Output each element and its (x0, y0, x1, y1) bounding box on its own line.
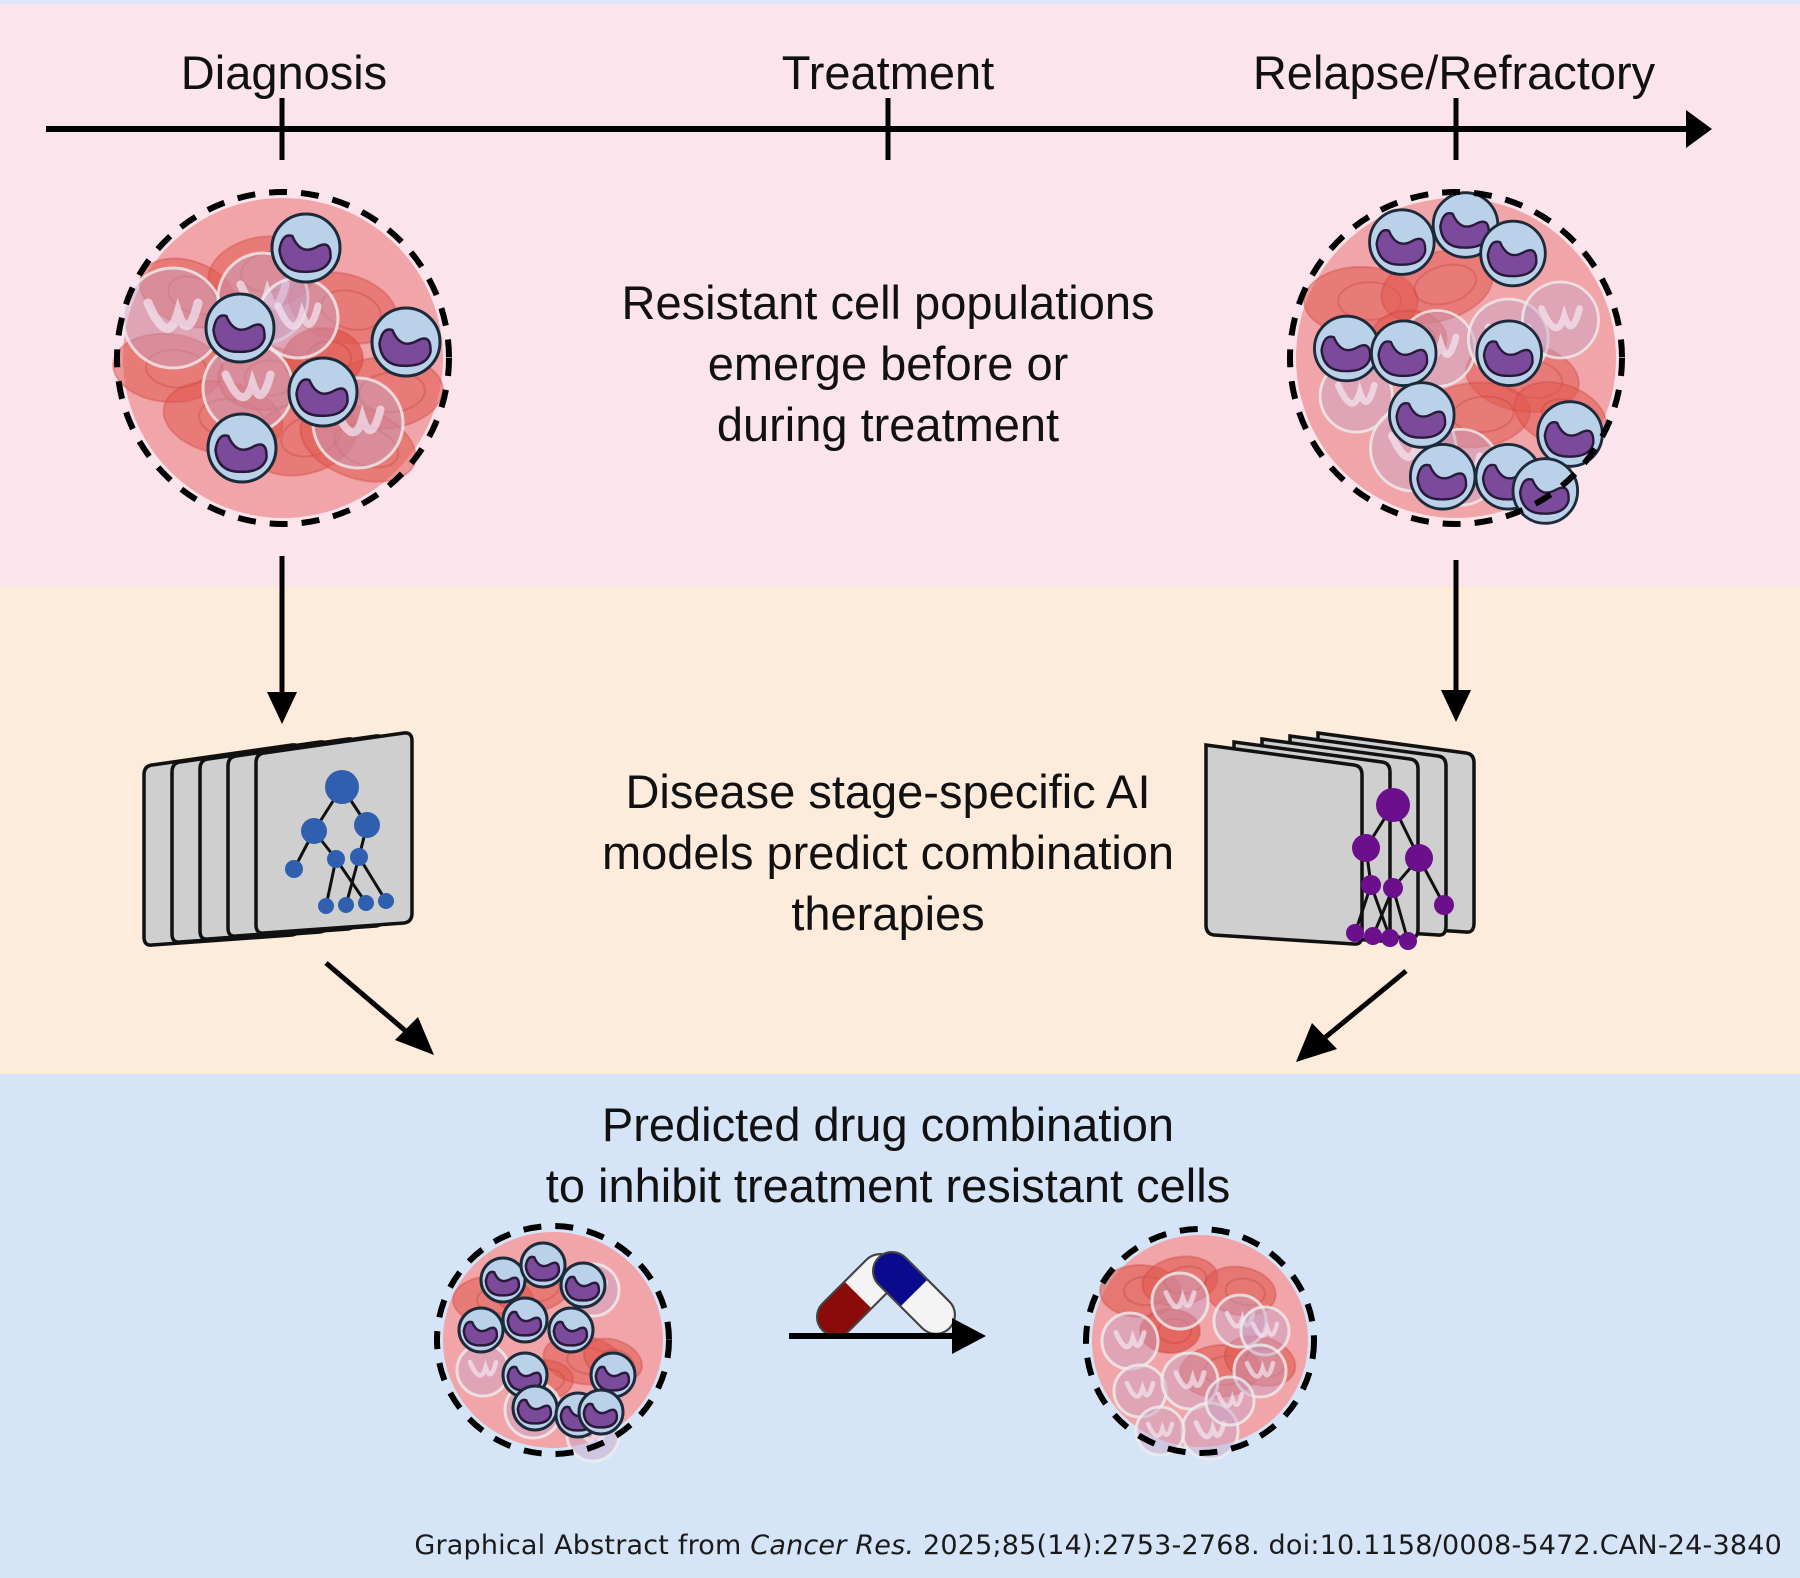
diagnosis-cell-cluster (112, 189, 452, 527)
diagnosis-model-stack-icon (142, 731, 414, 947)
text-line: Predicted drug combination (601, 1098, 1175, 1151)
diagonal-arrow-left (324, 961, 434, 1055)
dead-cell-icon (1150, 1271, 1210, 1331)
relapse-cell-cluster (1287, 189, 1625, 527)
timeline-axis (46, 98, 1712, 160)
leukemia-cell-icon (547, 1306, 595, 1354)
leukemia-cell-icon (370, 306, 442, 378)
text-line: Resistant cell populations (621, 276, 1155, 329)
leukemia-cell-icon (501, 1296, 549, 1344)
text-line: Disease stage-specific AI (625, 765, 1151, 818)
model-card-icon (1204, 742, 1364, 946)
leukemia-cell-icon (1511, 457, 1580, 525)
text-line: to inhibit treatment resistant cells (545, 1159, 1231, 1212)
prediction-band (0, 1074, 1800, 1578)
citation-journal: Cancer Res. (750, 1530, 915, 1561)
down-arrow-relapse (1441, 560, 1471, 722)
decision-tree-icon (1346, 788, 1454, 950)
leukemia-cell-icon (1313, 314, 1381, 383)
resistant-populations-text: Resistant cell populations emerge before… (588, 272, 1188, 455)
leukemia-cell-icon (457, 1306, 505, 1354)
leukemia-cell-icon (1536, 400, 1604, 468)
dashed-boundary (434, 1223, 672, 1457)
model-card-icon (254, 731, 414, 935)
citation-details: 2025;85(14):2753-2768. doi:10.1158/0008-… (914, 1530, 1782, 1561)
dead-cell-icon (1212, 1293, 1268, 1349)
text-line: therapies (791, 887, 985, 940)
leukemia-cell-icon (511, 1384, 559, 1432)
leukemia-cell-icon (1370, 319, 1438, 387)
pre-treatment-cell-cluster (434, 1223, 672, 1463)
timeline-label-relapse: Relapse/Refractory (1252, 46, 1656, 99)
dashed-boundary (1287, 189, 1625, 527)
text-line: emerge before or (707, 337, 1069, 390)
leukemia-cell-icon (287, 356, 359, 428)
diagonal-arrow-right (1296, 969, 1408, 1062)
leukemia-cell-icon (589, 1351, 637, 1399)
dashed-boundary (114, 189, 452, 527)
relapse-model-stack-icon (1204, 730, 1476, 950)
citation-prefix: Graphical Abstract from (414, 1530, 751, 1561)
ai-models-text: Disease stage-specific AI models predict… (563, 761, 1213, 944)
leukemia-cell-icon (1408, 443, 1477, 511)
text-line: models predict combination (601, 826, 1175, 879)
post-treatment-cell-cluster (1083, 1226, 1317, 1461)
dead-cell-icon (1521, 280, 1600, 360)
leukemia-cell-icon (1388, 381, 1456, 449)
predicted-combination-text: Predicted drug combination to inhibit tr… (488, 1094, 1288, 1216)
dashed-boundary (1083, 1226, 1317, 1456)
red-blood-cell-icon (1139, 1308, 1201, 1354)
leukemia-cell-icon (1475, 319, 1543, 387)
leukemia-cell-icon (1368, 208, 1436, 276)
timeline-arrowhead-icon (1686, 110, 1712, 148)
dead-cell-icon (1204, 1375, 1256, 1427)
dead-cell-icon (1100, 1311, 1160, 1371)
dead-cell-icon (1180, 1401, 1240, 1461)
timeline-label-treatment: Treatment (781, 46, 995, 99)
treatment-arrow (789, 1318, 986, 1354)
citation: Graphical Abstract from Cancer Res. 2025… (414, 1530, 1782, 1561)
leukemia-cell-icon (204, 292, 276, 364)
decision-tree-icon (285, 770, 394, 914)
timeline-label-diagnosis: Diagnosis (180, 46, 388, 99)
leukemia-cell-icon (479, 1256, 527, 1304)
leukemia-cell-icon (270, 212, 342, 284)
leukemia-cell-icon (519, 1241, 567, 1289)
leukemia-cell-icon (1479, 219, 1547, 288)
text-line: during treatment (716, 398, 1060, 451)
leukemia-cell-icon (206, 412, 278, 484)
drug-combination-pills-icon (816, 1251, 956, 1337)
leukemia-cell-icon (577, 1388, 625, 1436)
red-blood-cell-icon (1223, 1335, 1297, 1387)
down-arrow-diagnosis (267, 556, 297, 724)
dead-cell-icon (1239, 1305, 1291, 1357)
leukemia-cell-icon (559, 1261, 607, 1309)
